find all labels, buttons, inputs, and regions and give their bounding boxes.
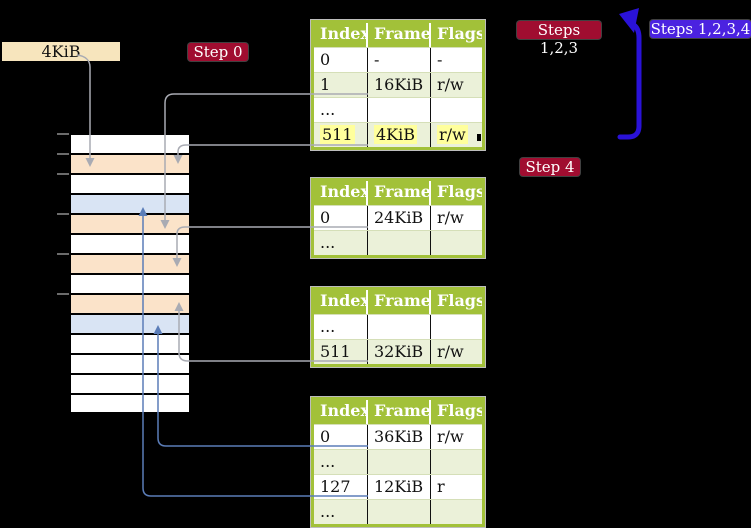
table-row: 511 32KiB r/w <box>314 339 482 364</box>
cell-frame <box>368 315 431 339</box>
memory-row-orange <box>71 295 189 315</box>
memory-row-orange <box>71 215 189 235</box>
cell-index: 1 <box>314 73 368 97</box>
column-header-index: Index <box>314 400 368 424</box>
badge-step-4: Step 4 <box>520 158 580 176</box>
column-header-frame: Frame <box>368 23 431 47</box>
column-header-index: Index <box>314 23 368 47</box>
table-row: 1 16KiB r/w <box>314 72 482 97</box>
table-header-row: Index Frame Flags <box>314 23 482 47</box>
table-row: 0 - - <box>314 47 482 72</box>
column-header-flags: Flags <box>437 401 482 420</box>
highlighted-value: 511 <box>320 125 355 144</box>
page-table-4: Index Frame Flags 0 36KiB r/w ... 127 12… <box>310 396 486 528</box>
cell-index: ... <box>314 98 368 122</box>
memory-row-orange <box>71 255 189 275</box>
cell-frame: 36KiB <box>368 425 431 449</box>
page-table-1: Index Frame Flags 0 - - 1 16KiB r/w ... … <box>310 19 486 151</box>
table-row: ... <box>314 449 482 474</box>
cell-frame: 24KiB <box>368 206 431 230</box>
cell-index: ... <box>314 315 368 339</box>
table-row: ... <box>314 230 482 255</box>
column-header-index: Index <box>314 181 368 205</box>
page-table-3: Index Frame Flags ... 511 32KiB r/w <box>310 286 486 368</box>
cell-flags <box>431 500 482 524</box>
big-arrowhead <box>619 8 639 33</box>
cell-flags <box>431 98 482 122</box>
cell-index: 0 <box>314 425 368 449</box>
memory-row-white <box>71 375 189 395</box>
cell-frame: 12KiB <box>368 475 431 499</box>
big-arrow-steps-1234 <box>617 8 642 140</box>
memory-row-white <box>71 135 189 155</box>
memory-row-white <box>71 335 189 355</box>
column-header-flags: Flags <box>437 291 482 310</box>
cell-frame: 4KiB <box>368 123 431 147</box>
cell-index: 0 <box>314 206 368 230</box>
column-header-frame: Frame <box>368 290 431 314</box>
badge-steps-1-2-3-4: Steps 1,2,3,4 <box>650 20 751 38</box>
cell-flags <box>431 315 482 339</box>
cell-index: ... <box>314 231 368 255</box>
physical-memory-stripe <box>70 134 190 413</box>
cell-flags: r/w <box>437 75 464 94</box>
memory-row-blue <box>71 195 189 215</box>
memory-row-orange <box>71 155 189 175</box>
memory-row-white <box>71 275 189 295</box>
cell-flags: r <box>437 477 445 496</box>
badge-steps-1-2-3: Steps 1,2,3 <box>517 21 601 57</box>
cell-frame: 32KiB <box>368 340 431 364</box>
page-table-2: Index Frame Flags 0 24KiB r/w ... <box>310 177 486 259</box>
memory-row-white <box>71 395 189 412</box>
memory-boundary-ticks <box>57 133 69 295</box>
memory-row-blue <box>71 315 189 335</box>
table-row: 0 24KiB r/w <box>314 205 482 230</box>
table-header-row: Index Frame Flags <box>314 400 482 424</box>
cell-index: 511 <box>314 340 368 364</box>
memory-row-white <box>71 235 189 255</box>
cell-frame <box>368 450 431 474</box>
cell-flags: r/w <box>431 123 482 147</box>
table-row: 0 36KiB r/w <box>314 424 482 449</box>
cell-index: 127 <box>314 475 368 499</box>
cell-index: ... <box>314 450 368 474</box>
cell-frame <box>368 500 431 524</box>
cell-flags: r/w <box>437 342 464 361</box>
memory-row-white <box>71 355 189 375</box>
cell-flags: r/w <box>437 208 464 227</box>
table-row: 127 12KiB r <box>314 474 482 499</box>
cell-flags: - <box>437 50 443 69</box>
column-header-frame: Frame <box>368 400 431 424</box>
cell-index: 511 <box>314 123 368 147</box>
badge-step-0: Step 0 <box>188 43 248 61</box>
table-row: ... <box>314 97 482 122</box>
column-header-flags: Flags <box>437 24 482 43</box>
cell-index: 0 <box>314 48 368 72</box>
cell-index: ... <box>314 500 368 524</box>
table-row: ... <box>314 499 482 524</box>
cell-frame <box>368 231 431 255</box>
cell-frame <box>368 98 431 122</box>
page-size-label: 4KiB <box>2 42 120 61</box>
cell-flags: r/w <box>437 427 464 446</box>
highlighted-value: 4KiB <box>374 125 418 144</box>
cell-frame: - <box>368 48 431 72</box>
memory-row-white <box>71 175 189 195</box>
cell-flags <box>431 450 482 474</box>
column-header-index: Index <box>314 290 368 314</box>
table-row-highlighted: 511 4KiB r/w <box>314 122 482 147</box>
table-row: ... <box>314 314 482 339</box>
cell-frame: 16KiB <box>368 73 431 97</box>
cell-flags <box>431 231 482 255</box>
highlighted-value: r/w <box>437 125 468 144</box>
table-header-row: Index Frame Flags <box>314 181 482 205</box>
column-header-frame: Frame <box>368 181 431 205</box>
table-header-row: Index Frame Flags <box>314 290 482 314</box>
column-header-flags: Flags <box>437 182 482 201</box>
